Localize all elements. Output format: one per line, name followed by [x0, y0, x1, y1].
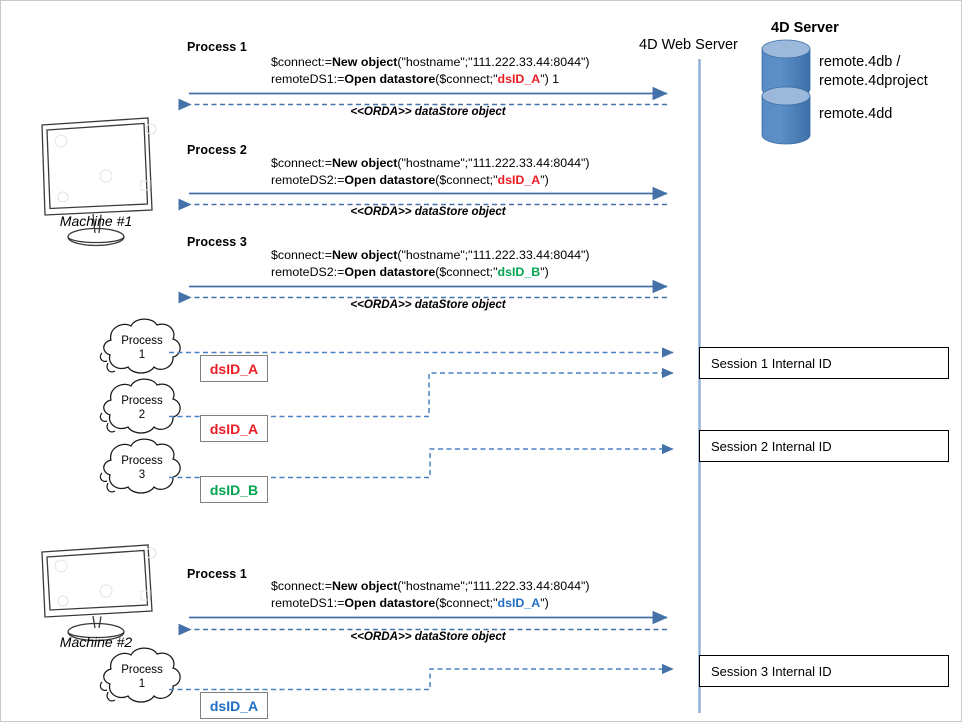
orda-return-label-1: <<ORDA>> dataStore object: [350, 105, 506, 118]
dsid-box-process-4[interactable]: dsID_A: [200, 692, 268, 719]
process-label-4: Process 1: [187, 567, 247, 581]
orda-return-label-3: <<ORDA>> dataStore object: [350, 298, 506, 311]
code-suffix: "): [540, 173, 549, 187]
server-title: 4D Server: [771, 20, 839, 36]
code-line-1: $connect:=New object("hostname";"111.222…: [271, 155, 590, 172]
code-keyword: New object: [331, 156, 398, 170]
machine-label-1: Machine #1: [59, 213, 133, 229]
cloud-label-2: Process 2: [97, 394, 187, 422]
process-label-2: Process 2: [187, 143, 247, 157]
store-label-1: remote.4db / remote.4dproject: [819, 53, 959, 91]
code-keyword: New object: [331, 55, 398, 69]
code-mid: ($connect;": [435, 596, 498, 610]
code-block-1: $connect:=New object("hostname";"111.222…: [271, 54, 590, 88]
code-prefix: remoteDS1:=: [271, 72, 345, 86]
code-keyword: Open datastore: [344, 265, 436, 279]
code-line-2: remoteDS1:=Open datastore($connect;"dsID…: [271, 71, 590, 88]
code-line-2: remoteDS1:=Open datastore($connect;"dsID…: [271, 595, 590, 612]
code-dsid: dsID_A: [497, 72, 541, 86]
orda-return-label-2: <<ORDA>> dataStore object: [350, 205, 506, 218]
exchange-arrows-2: [178, 186, 668, 211]
code-prefix: remoteDS1:=: [271, 596, 345, 610]
cloud-label-4: Process 1: [97, 663, 187, 691]
dsid-box-process-2[interactable]: dsID_A: [200, 415, 268, 442]
code-prefix: $connect:=: [271, 55, 332, 69]
route-process4-session3: [169, 663, 674, 691]
session-box-3[interactable]: Session 3 Internal ID: [699, 655, 949, 687]
session-box-2[interactable]: Session 2 Internal ID: [699, 430, 949, 462]
dsid-box-process-1[interactable]: dsID_A: [200, 355, 268, 382]
cloud-label-1: Process 1: [97, 334, 187, 362]
code-mid: ($connect;": [435, 173, 498, 187]
code-line-2: remoteDS2:=Open datastore($connect;"dsID…: [271, 264, 590, 281]
route-process3-session2: [169, 443, 674, 479]
code-dsid: dsID_A: [497, 596, 541, 610]
code-dsid: dsID_B: [497, 265, 541, 279]
code-suffix: ") 1: [540, 72, 560, 86]
code-line-1: $connect:=New object("hostname";"111.222…: [271, 578, 590, 595]
code-keyword: Open datastore: [344, 596, 436, 610]
session-box-1[interactable]: Session 1 Internal ID: [699, 347, 949, 379]
code-prefix: $connect:=: [271, 248, 332, 262]
exchange-arrows-4: [178, 610, 668, 636]
code-prefix: $connect:=: [271, 156, 332, 170]
code-dsid: dsID_A: [497, 173, 541, 187]
cloud-text-line2: 3: [138, 469, 146, 481]
process-label-1: Process 1: [187, 40, 247, 54]
code-suffix: "): [540, 596, 549, 610]
code-prefix: remoteDS2:=: [271, 173, 345, 187]
code-block-2: $connect:=New object("hostname";"111.222…: [271, 155, 590, 189]
code-mid: ($connect;": [435, 265, 498, 279]
code-prefix: remoteDS2:=: [271, 265, 345, 279]
store-label-2: remote.4dd: [819, 106, 893, 122]
exchange-arrows-3: [178, 279, 668, 304]
code-prefix: $connect:=: [271, 579, 332, 593]
process-label-3: Process 3: [187, 235, 247, 249]
code-line-1: $connect:=New object("hostname";"111.222…: [271, 247, 590, 264]
cloud-text-line1: Process: [121, 395, 163, 407]
cylinder-icon-1: [761, 39, 811, 99]
monitor-watermark-1: [54, 123, 157, 203]
dsid-box-process-3[interactable]: dsID_B: [200, 476, 268, 503]
cloud-text-line1: Process: [121, 335, 163, 347]
code-line-2: remoteDS2:=Open datastore($connect;"dsID…: [271, 172, 590, 189]
code-suffix: "): [540, 265, 549, 279]
store-line-1a: remote.4db / remote.4dproject: [819, 54, 928, 89]
cloud-label-3: Process 3: [97, 454, 187, 482]
code-block-4: $connect:=New object("hostname";"111.222…: [271, 578, 590, 612]
monitor-watermark-2: [54, 547, 157, 607]
code-suffix: ("hostname";"111.222.33.44:8044"): [397, 156, 590, 170]
code-mid: ($connect;": [435, 72, 498, 86]
cloud-text-line1: Process: [121, 455, 163, 467]
code-keyword: Open datastore: [344, 72, 436, 86]
webserver-label: 4D Web Server: [639, 37, 738, 53]
machine-label-2: Machine #2: [59, 634, 133, 650]
code-line-1: $connect:=New object("hostname";"111.222…: [271, 54, 590, 71]
exchange-arrows-1: [178, 86, 668, 111]
code-keyword: Open datastore: [344, 173, 436, 187]
orda-return-label-4: <<ORDA>> dataStore object: [350, 630, 506, 643]
monitor-icon-machine-2: [41, 544, 153, 642]
code-suffix: ("hostname";"111.222.33.44:8044"): [397, 55, 590, 69]
code-suffix: ("hostname";"111.222.33.44:8044"): [397, 248, 590, 262]
code-block-3: $connect:=New object("hostname";"111.222…: [271, 247, 590, 281]
cloud-text-line2: 1: [138, 349, 146, 361]
code-suffix: ("hostname";"111.222.33.44:8044"): [397, 579, 590, 593]
code-keyword: New object: [331, 248, 398, 262]
cloud-text-line2: 2: [138, 409, 146, 421]
cloud-text-line1: Process: [121, 664, 163, 676]
code-keyword: New object: [331, 579, 398, 593]
cloud-text-line2: 1: [138, 678, 146, 690]
cylinder-icon-2: [761, 86, 811, 145]
